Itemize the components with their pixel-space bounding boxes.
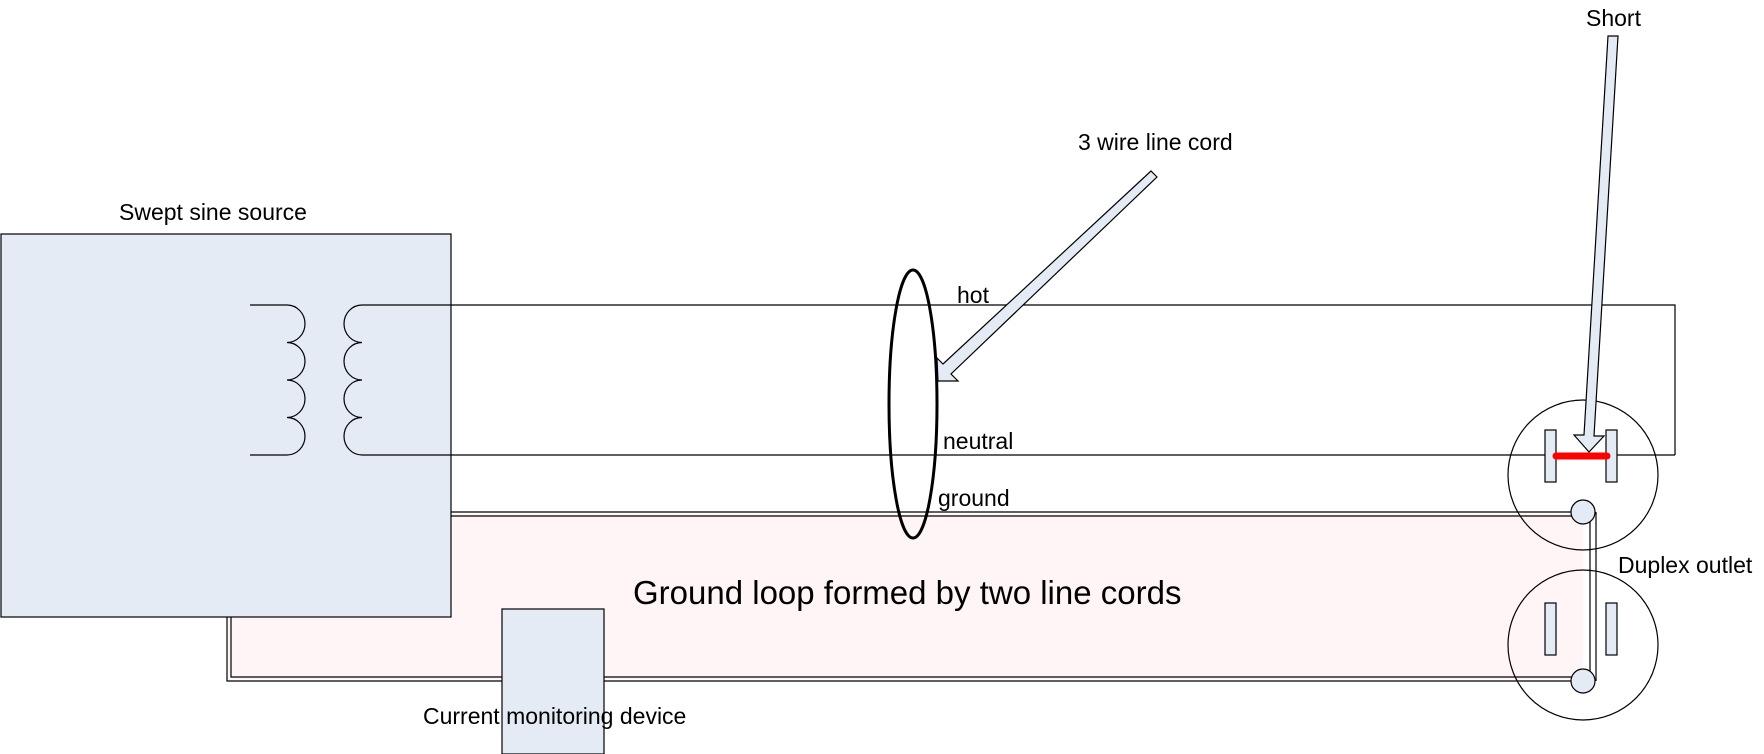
ground-hole <box>1570 499 1596 525</box>
line-cord-bundle-ellipse <box>887 268 939 540</box>
label-short: Short <box>1586 5 1642 31</box>
ground-hole <box>1570 668 1596 694</box>
outlet-slot <box>1605 602 1618 656</box>
hot-wire <box>362 304 1676 455</box>
outlet-ground-link <box>1585 511 1597 681</box>
label-hot: hot <box>957 282 990 308</box>
label-current-monitoring-device: Current monitoring device <box>423 703 686 729</box>
label-duplex-outlet: Duplex outlet <box>1618 552 1753 578</box>
current-monitoring-device <box>501 608 605 754</box>
outlet-slot <box>1544 602 1557 656</box>
ground-loop-region <box>228 514 1583 679</box>
short-arrow <box>1572 35 1619 453</box>
duplex-outlet-lower <box>1507 569 1659 721</box>
duplex-outlet-upper <box>1507 399 1659 551</box>
transformer-primary-coil <box>250 304 306 456</box>
label-ground: ground <box>938 485 1010 511</box>
swept-sine-source-box <box>0 233 452 618</box>
transformer-secondary-coil <box>343 304 363 456</box>
label-swept-sine-source: Swept sine source <box>119 199 307 225</box>
label-line-cord: 3 wire line cord <box>1078 129 1233 155</box>
label-ground-loop: Ground loop formed by two line cords <box>633 574 1181 611</box>
line-cord-arrow <box>936 170 1158 382</box>
label-neutral: neutral <box>943 428 1013 454</box>
monitor-ground-wire <box>226 617 1583 682</box>
